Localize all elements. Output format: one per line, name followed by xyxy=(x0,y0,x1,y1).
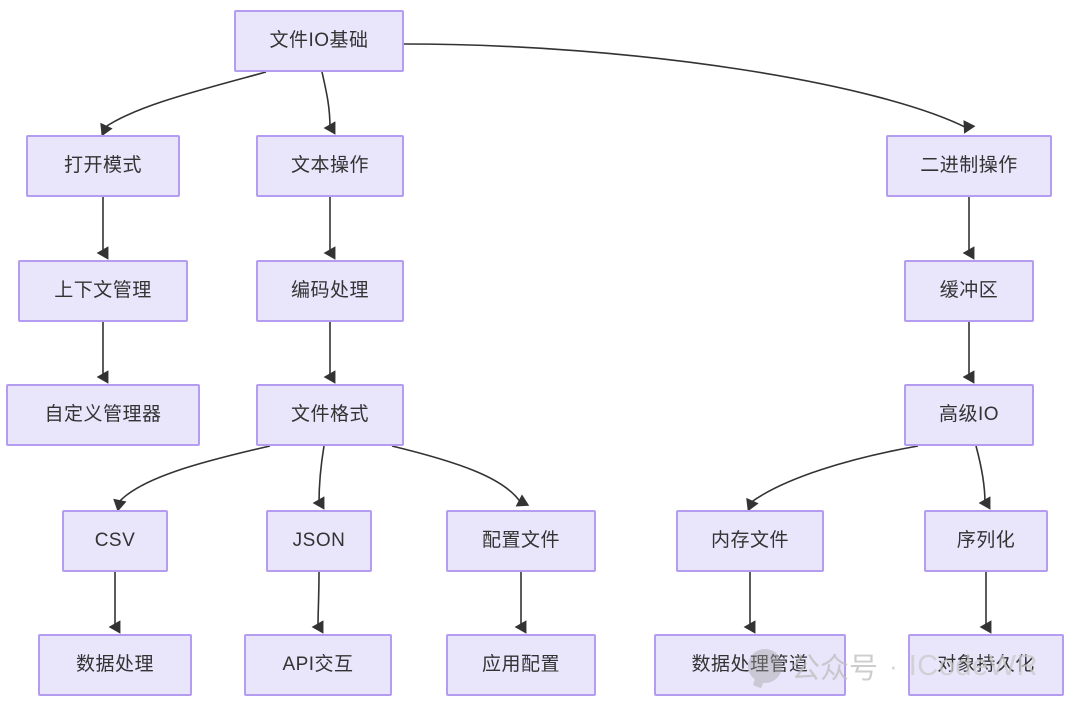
node-textop[interactable]: 文本操作 xyxy=(256,135,404,197)
node-label: 数据处理管道 xyxy=(691,653,809,675)
edge-root-to-binaryop xyxy=(403,43,976,134)
node-configfile[interactable]: 配置文件 xyxy=(446,510,596,572)
node-label: 配置文件 xyxy=(481,529,560,551)
node-label: 对象持久化 xyxy=(937,653,1035,675)
edge-advio-to-memfile xyxy=(746,445,919,512)
node-label: 序列化 xyxy=(956,529,1016,551)
node-label: 数据处理 xyxy=(75,653,154,675)
edge-root-to-textop xyxy=(321,71,336,135)
node-appconfig[interactable]: 应用配置 xyxy=(446,634,596,696)
watermark-separator: · xyxy=(889,650,898,681)
node-json[interactable]: JSON xyxy=(266,510,372,572)
node-root[interactable]: 文件IO基础 xyxy=(234,10,404,72)
node-ctxmgr[interactable]: 上下文管理 xyxy=(18,260,188,322)
node-pipeline[interactable]: 数据处理管道 xyxy=(654,634,846,696)
edge-fileformat-to-configfile xyxy=(391,445,530,507)
node-label: 应用配置 xyxy=(481,653,560,675)
node-label: 文本操作 xyxy=(290,154,369,176)
node-label: 缓冲区 xyxy=(939,279,999,301)
node-label: 自定义管理器 xyxy=(44,403,162,425)
node-encoding[interactable]: 编码处理 xyxy=(256,260,404,322)
node-apiinter[interactable]: API交互 xyxy=(244,634,392,696)
node-binaryop[interactable]: 二进制操作 xyxy=(886,135,1052,197)
node-label: API交互 xyxy=(282,653,354,675)
edge-root-to-openmode xyxy=(100,71,267,137)
edge-fileformat-to-csv xyxy=(113,445,271,512)
node-memfile[interactable]: 内存文件 xyxy=(676,510,824,572)
node-advio[interactable]: 高级IO xyxy=(904,384,1034,446)
node-label: 打开模式 xyxy=(63,154,142,176)
node-label: CSV xyxy=(94,529,136,551)
edge-fileformat-to-json xyxy=(312,445,325,510)
node-fileformat[interactable]: 文件格式 xyxy=(256,384,404,446)
node-buffer[interactable]: 缓冲区 xyxy=(904,260,1034,322)
node-label: 文件IO基础 xyxy=(269,29,369,51)
node-label: JSON xyxy=(292,529,346,551)
node-serialize[interactable]: 序列化 xyxy=(924,510,1048,572)
node-openmode[interactable]: 打开模式 xyxy=(26,135,180,197)
node-label: 编码处理 xyxy=(290,279,369,301)
node-label: 二进制操作 xyxy=(920,154,1018,176)
node-csv[interactable]: CSV xyxy=(62,510,168,572)
node-custommgr[interactable]: 自定义管理器 xyxy=(6,384,200,446)
node-label: 文件格式 xyxy=(290,403,369,425)
node-persist[interactable]: 对象持久化 xyxy=(908,634,1064,696)
node-dataproc[interactable]: 数据处理 xyxy=(38,634,192,696)
node-label: 上下文管理 xyxy=(54,279,152,301)
node-label: 高级IO xyxy=(938,403,1000,425)
node-label: 内存文件 xyxy=(710,529,789,551)
edge-json-to-apiinter xyxy=(311,571,324,634)
edge-advio-to-serialize xyxy=(975,445,991,510)
